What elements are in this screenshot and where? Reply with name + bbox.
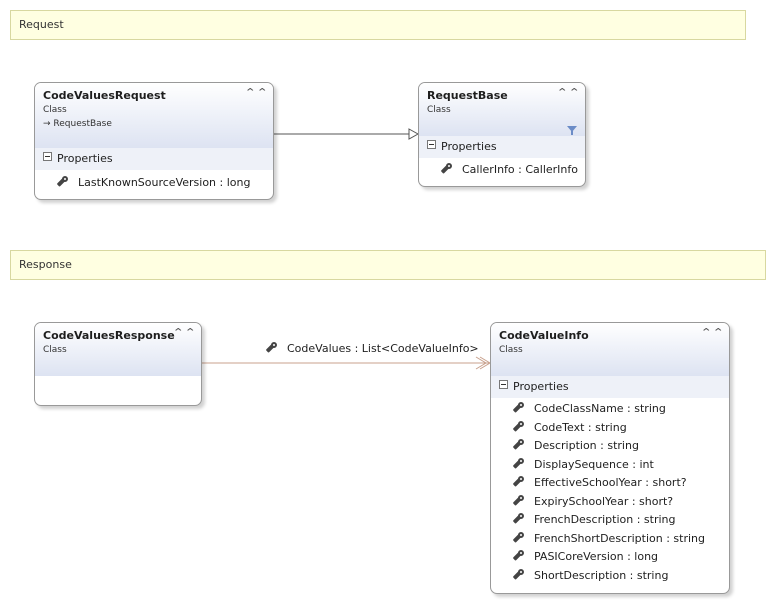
wrench-icon bbox=[512, 457, 524, 470]
property-item[interactable]: CodeClassName : string bbox=[491, 400, 729, 419]
inheritance-arrowhead bbox=[408, 128, 420, 140]
class-name: CodeValuesRequest bbox=[43, 89, 166, 102]
wrench-icon bbox=[512, 420, 524, 433]
wrench-icon bbox=[512, 531, 524, 544]
response-comment[interactable]: Response bbox=[10, 250, 766, 280]
wrench-icon bbox=[440, 163, 452, 175]
property-item[interactable]: DisplaySequence : int bbox=[491, 456, 729, 475]
class-kind: Class bbox=[499, 345, 523, 355]
association-label[interactable]: CodeValues : List<CodeValueInfo> bbox=[265, 342, 479, 355]
class-code-values-response[interactable]: CodeValuesResponse Class ⌃⌃ bbox=[34, 322, 202, 406]
wrench-icon bbox=[512, 494, 524, 507]
base-class: → RequestBase bbox=[43, 119, 112, 129]
property-item[interactable]: ExpirySchoolYear : short? bbox=[491, 493, 729, 512]
class-kind: Class bbox=[43, 345, 67, 355]
collapse-icon[interactable]: ⌃⌃ bbox=[171, 326, 196, 339]
property-item[interactable]: Description : string bbox=[491, 437, 729, 456]
property-item[interactable]: FrenchDescription : string bbox=[491, 511, 729, 530]
class-code-value-info[interactable]: CodeValueInfo Class ⌃⌃ Properties CodeCl… bbox=[490, 322, 730, 594]
minus-box-icon[interactable] bbox=[427, 140, 436, 149]
class-kind: Class bbox=[427, 105, 451, 115]
property-item[interactable]: CallerInfo : CallerInfo bbox=[419, 161, 585, 180]
wrench-icon bbox=[512, 439, 524, 451]
property-item[interactable]: FrenchShortDescription : string bbox=[491, 530, 729, 549]
wrench-icon bbox=[512, 402, 524, 414]
class-name: CodeValuesResponse bbox=[43, 329, 175, 342]
wrench-icon bbox=[512, 568, 524, 581]
collapse-icon[interactable]: ⌃⌃ bbox=[699, 326, 724, 339]
collapse-icon[interactable]: ⌃⌃ bbox=[555, 86, 580, 99]
class-request-base[interactable]: RequestBase Class ⌃⌃ Properties CallerIn… bbox=[418, 82, 586, 187]
collapse-icon[interactable]: ⌃⌃ bbox=[243, 86, 268, 99]
wrench-icon bbox=[265, 342, 277, 354]
property-list: CodeClassName : string CodeText : string… bbox=[491, 400, 729, 585]
wrench-icon bbox=[512, 513, 524, 525]
class-kind: Class bbox=[43, 105, 67, 115]
class-code-values-request[interactable]: CodeValuesRequest Class → RequestBase ⌃⌃… bbox=[34, 82, 274, 200]
wrench-icon bbox=[56, 176, 68, 188]
property-item[interactable]: LastKnownSourceVersion : long bbox=[35, 174, 273, 193]
minus-box-icon[interactable] bbox=[43, 152, 52, 161]
properties-compartment-header[interactable]: Properties bbox=[35, 148, 273, 170]
class-name: RequestBase bbox=[427, 89, 508, 102]
minus-box-icon[interactable] bbox=[499, 380, 508, 389]
wrench-icon bbox=[512, 550, 524, 562]
filter-icon[interactable] bbox=[567, 126, 577, 135]
inheritance-icon: → bbox=[43, 119, 51, 129]
property-item[interactable]: PASICoreVersion : long bbox=[491, 548, 729, 567]
properties-compartment-header[interactable]: Properties bbox=[419, 136, 585, 158]
properties-compartment-header[interactable]: Properties bbox=[491, 376, 729, 398]
class-name: CodeValueInfo bbox=[499, 329, 589, 342]
wrench-icon bbox=[512, 476, 524, 488]
property-item[interactable]: ShortDescription : string bbox=[491, 567, 729, 586]
property-item[interactable]: CodeText : string bbox=[491, 419, 729, 438]
property-item[interactable]: EffectiveSchoolYear : short? bbox=[491, 474, 729, 493]
request-comment[interactable]: Request bbox=[10, 10, 746, 40]
association-arrowhead-2 bbox=[475, 356, 487, 370]
